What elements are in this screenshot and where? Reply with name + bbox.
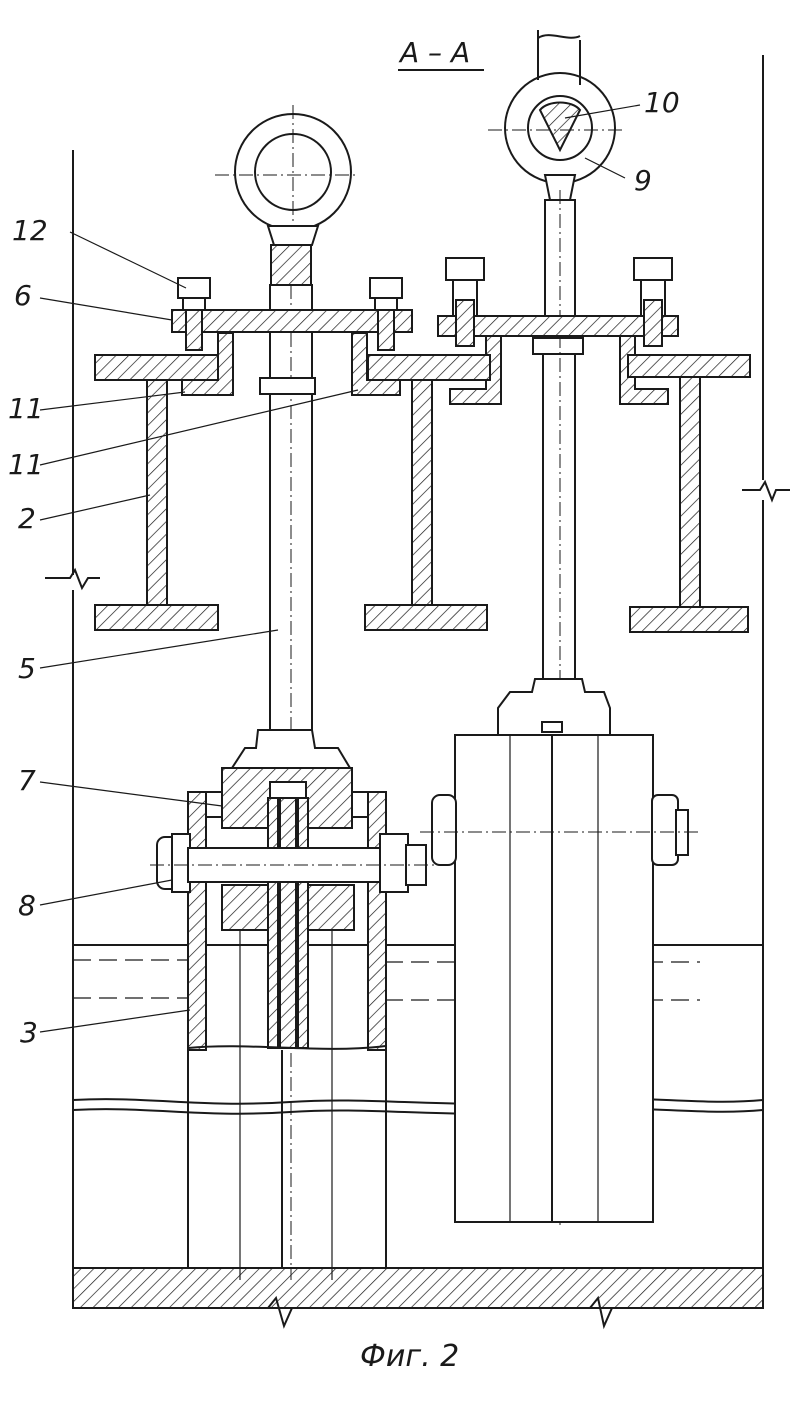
label-11b: 11 (8, 448, 44, 481)
frame-lines (45, 55, 790, 1308)
floor-base (73, 1268, 763, 1326)
label-3: 3 (20, 1016, 38, 1049)
break-wave (73, 1098, 763, 1113)
label-2: 2 (18, 502, 36, 535)
label-10: 10 (644, 86, 680, 119)
label-5: 5 (18, 652, 36, 685)
label-6: 6 (14, 279, 32, 312)
right-pin-10 (540, 103, 580, 151)
right-block (455, 735, 653, 1222)
left-blade (280, 798, 296, 1048)
section-label: A – A (398, 36, 470, 69)
left-cheek-b (368, 792, 386, 1050)
beam-left (95, 355, 218, 630)
label-11a: 11 (8, 392, 44, 425)
label-7: 7 (18, 764, 36, 797)
water-lines (73, 945, 763, 1000)
left-eye-neck (271, 245, 311, 285)
section-marker: A – A (398, 36, 484, 70)
figure-caption: Фиг. 2 (360, 1339, 459, 1374)
label-12: 12 (12, 214, 48, 247)
right-assembly (365, 30, 750, 1225)
left-cheek-a (188, 792, 206, 1050)
label-9: 9 (634, 164, 652, 197)
label-8: 8 (18, 889, 36, 922)
right-rod-lower (543, 354, 575, 679)
left-flange-plate (172, 310, 412, 332)
